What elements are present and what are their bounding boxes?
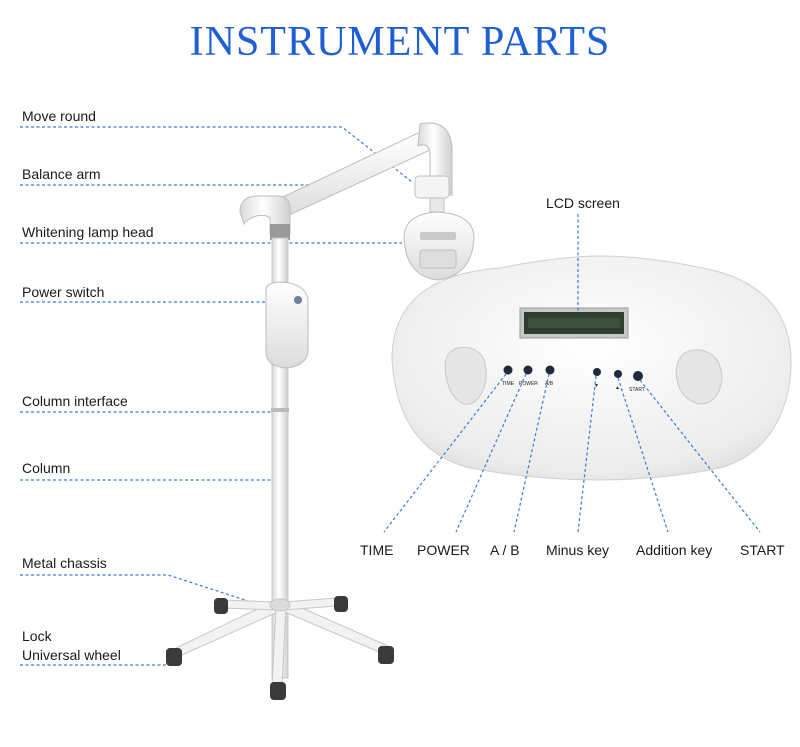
whitening-lamp-head	[403, 211, 475, 281]
label-move-round: Move round	[22, 108, 96, 124]
key-legend-time: TIME	[502, 381, 515, 387]
leader-a-b	[513, 373, 550, 533]
label-a-b: A / B	[490, 542, 520, 558]
leader-minus-key	[577, 375, 597, 533]
label-power-switch: Power switch	[22, 284, 105, 300]
button-a-b	[545, 365, 555, 375]
control-panel-body	[391, 255, 792, 481]
leader-start	[639, 379, 761, 533]
leader-time	[383, 373, 507, 533]
panel-handle-left	[444, 346, 487, 405]
button-power	[523, 365, 533, 375]
label-start: START	[740, 542, 785, 558]
leader-power	[455, 373, 527, 533]
label-column-interface: Column interface	[22, 393, 128, 409]
button-addition	[614, 370, 622, 378]
page-title: INSTRUMENT PARTS	[189, 19, 611, 65]
button-minus	[593, 368, 601, 376]
control-panel: TIME POWER A/B ▼ ▲ START	[391, 255, 792, 481]
universal-wheels	[166, 596, 394, 700]
label-column: Column	[22, 460, 71, 476]
label-balance-arm: Balance arm	[22, 166, 101, 182]
label-power: POWER	[417, 542, 470, 558]
column-interface	[271, 408, 289, 412]
key-legend-addition: ▲	[615, 385, 620, 391]
label-time: TIME	[360, 542, 394, 558]
button-start	[633, 371, 643, 381]
key-legend-start: START	[629, 387, 645, 393]
key-legend-a-b: A/B	[545, 381, 554, 387]
leader-addition-key	[617, 377, 669, 533]
label-lcd-screen: LCD screen	[546, 195, 620, 211]
power-switch-housing	[265, 281, 309, 369]
label-addition-key: Addition key	[636, 542, 713, 558]
power-switch-button	[294, 296, 302, 304]
label-lock: Lock	[22, 628, 52, 644]
label-whitening-lamp-head: Whitening lamp head	[22, 224, 154, 240]
key-legend-minus: ▼	[594, 383, 599, 389]
key-legend-power: POWER	[519, 381, 538, 387]
label-minus-key: Minus key	[546, 542, 610, 558]
leader-lines-panel	[383, 214, 761, 533]
leader-lines-left	[20, 126, 413, 666]
label-metal-chassis: Metal chassis	[22, 555, 107, 571]
lamp-stand	[166, 122, 475, 700]
leader-metal-chassis	[20, 574, 283, 613]
button-time	[503, 365, 513, 375]
metal-chassis	[175, 597, 389, 687]
label-universal-wheel: Universal wheel	[22, 647, 121, 663]
panel-handle-right	[675, 349, 723, 405]
